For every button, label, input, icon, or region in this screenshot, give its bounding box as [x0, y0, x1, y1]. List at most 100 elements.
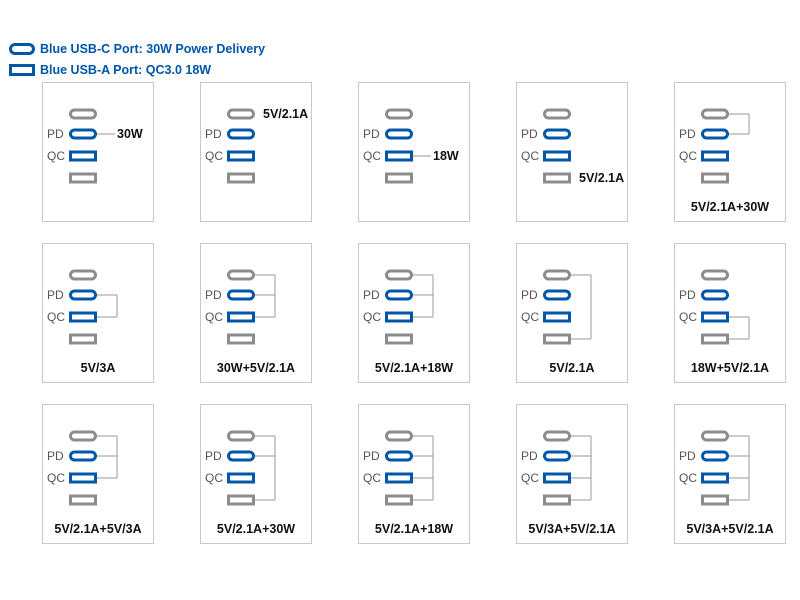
- usb-a-port-icon: [385, 333, 413, 345]
- panel-frame: [200, 82, 312, 222]
- combination-label: 5V/3A+5V/2.1A: [528, 522, 616, 536]
- combination-label: 30W+5V/2.1A: [216, 361, 296, 375]
- pd-port-label: PD: [205, 127, 222, 141]
- usb-a-qc-port-icon: [69, 150, 97, 162]
- usb-a-qc-port-icon: [543, 311, 571, 323]
- pd-port-label: PD: [521, 288, 538, 302]
- combination-label: 30W: [117, 127, 143, 141]
- usb-a-port-icon: [701, 172, 729, 184]
- panel-frame: [358, 404, 470, 544]
- usb-c-pd-port-icon: [227, 289, 255, 301]
- panel-drawing: [516, 243, 628, 383]
- qc-port-label: QC: [679, 310, 697, 324]
- usb-c-pd-port-icon: [543, 289, 571, 301]
- qc-port-label: QC: [205, 471, 223, 485]
- panel-frame: [358, 243, 470, 383]
- legend-usb-c-text: Blue USB-C Port: 30W Power Delivery: [40, 42, 266, 56]
- usb-c-pd-port-icon: [227, 450, 255, 462]
- pd-port-label: PD: [363, 449, 380, 463]
- usb-a-qc-port-icon: [701, 472, 729, 484]
- panel-frame: [516, 243, 628, 383]
- qc-port-label: QC: [363, 310, 381, 324]
- pd-port-label: PD: [47, 288, 64, 302]
- usb-a-qc-port-icon: [227, 472, 255, 484]
- usb-a-port-icon: [9, 64, 35, 76]
- panel-drawing: [358, 82, 470, 222]
- usb-c-pd-port-icon: [385, 128, 413, 140]
- combination-label: 5V/2.1A+18W: [374, 361, 454, 375]
- connector-line: [97, 294, 118, 318]
- usb-a-qc-port-icon: [543, 472, 571, 484]
- usb-c-pd-port-icon: [701, 289, 729, 301]
- panel-drawing: [358, 404, 470, 544]
- connector-line: [571, 274, 592, 340]
- combination-label: 5V/2.1A+5V/3A: [54, 522, 142, 536]
- pd-port-label: PD: [521, 449, 538, 463]
- connector-line: [255, 274, 276, 318]
- connector-line: [571, 435, 592, 501]
- usb-c-port-icon: [69, 269, 97, 281]
- usb-c-pd-port-icon: [701, 450, 729, 462]
- usb-c-port-icon: [543, 430, 571, 442]
- panel-drawing: [200, 82, 312, 222]
- qc-port-label: QC: [679, 149, 697, 163]
- qc-port-label: QC: [521, 310, 539, 324]
- usb-a-port-icon: [701, 333, 729, 345]
- usb-a-qc-port-icon: [227, 150, 255, 162]
- usb-c-pd-port-icon: [543, 450, 571, 462]
- panel-frame: [200, 404, 312, 544]
- combination-label: 5V/3A+5V/2.1A: [686, 522, 774, 536]
- usb-c-port-icon: [543, 269, 571, 281]
- combination-label: 5V/3A: [80, 361, 116, 375]
- panel-drawing: [200, 404, 312, 544]
- usb-c-port-icon: [543, 108, 571, 120]
- usb-a-port-icon: [69, 333, 97, 345]
- usb-c-port-icon: [385, 108, 413, 120]
- usb-a-qc-port-icon: [385, 150, 413, 162]
- combination-label: 5V/2.1A+30W: [690, 200, 770, 214]
- panel-frame: [42, 243, 154, 383]
- usb-a-port-icon: [227, 333, 255, 345]
- panel-frame: [358, 82, 470, 222]
- panel-drawing: [42, 243, 154, 383]
- usb-c-pd-port-icon: [385, 289, 413, 301]
- usb-c-port-icon: [701, 108, 729, 120]
- usb-a-qc-port-icon: [385, 472, 413, 484]
- combination-label: 5V/2.1A+30W: [216, 522, 296, 536]
- panel-frame: [516, 404, 628, 544]
- panel-drawing: [42, 82, 154, 222]
- combination-label: 5V/2.1A: [263, 107, 309, 121]
- usb-c-pd-port-icon: [69, 289, 97, 301]
- pd-port-label: PD: [679, 288, 696, 302]
- connector-line: [413, 274, 434, 318]
- panel-frame: [674, 243, 786, 383]
- qc-port-label: QC: [521, 471, 539, 485]
- panel-c-pd-qc-a-b: PD QC 5V/3A+5V/2.1A: [516, 404, 628, 544]
- panel-frame: [516, 82, 628, 222]
- panel-frame: [42, 82, 154, 222]
- usb-a-port-icon: [543, 172, 571, 184]
- panel-drawing: [42, 404, 154, 544]
- usb-c-pd-port-icon: [227, 128, 255, 140]
- pd-port-label: PD: [47, 127, 64, 141]
- usb-a-port-icon: [543, 333, 571, 345]
- qc-port-label: QC: [521, 149, 539, 163]
- qc-port-label: QC: [363, 471, 381, 485]
- panel-drawing: [516, 82, 628, 222]
- usb-c-port-icon: [385, 430, 413, 442]
- usb-c-port-icon: [701, 269, 729, 281]
- connector-line: [97, 435, 118, 479]
- usb-a-port-icon: [227, 494, 255, 506]
- panel-drawing: [200, 243, 312, 383]
- panel-frame: [674, 82, 786, 222]
- usb-a-qc-port-icon: [69, 311, 97, 323]
